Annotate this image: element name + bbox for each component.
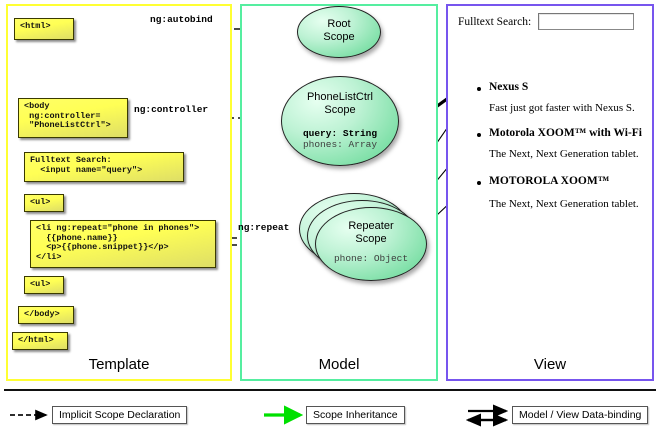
view-bullet-3 [477, 181, 481, 185]
scope-root-title-1: Root [327, 18, 351, 30]
legend-divider [4, 389, 656, 391]
scope-repeater-title-2: Scope [355, 232, 387, 245]
view-item-title-3: MOTOROLA XOOM™ [489, 175, 610, 187]
scope-repeater-prop-phone: phone: Object [333, 253, 409, 264]
scope-phonelistctrl-prop-phones: phones: Array [302, 139, 378, 150]
template-box-fulltext-search: Fulltext Search: <input name="query"> [24, 152, 184, 182]
scope-repeater-title-1: Repeater [348, 220, 394, 232]
scope-root-title-2: Scope [323, 30, 355, 43]
view-item-desc-2: The Next, Next Generation tablet. [489, 148, 639, 160]
template-box-li-repeat: <li ng:repeat="phone in phones"> {{phone… [30, 220, 216, 268]
column-label-view: View [533, 356, 567, 373]
legend-item-scope-inheritance: Scope Inheritance [306, 406, 405, 424]
template-box-ul-close: <ul> [24, 276, 64, 294]
column-template: Template [6, 4, 232, 381]
view-item-desc-3: The Next, Next Generation tablet. [489, 198, 639, 210]
view-search-input[interactable] [538, 13, 634, 30]
scope-root: Root Scope [297, 6, 381, 58]
scope-phonelistctrl: PhoneListCtrl Scope query: String phones… [281, 76, 399, 166]
template-box-html-open: <html> [14, 18, 74, 40]
edge-label-ng-repeat: ng:repeat [238, 222, 290, 233]
view-search-label: Fulltext Search: [458, 16, 532, 28]
scope-phonelistctrl-title-2: Scope [324, 103, 356, 116]
view-item-title-2: Motorola XOOM™ with Wi-Fi [489, 127, 643, 139]
view-item-desc-1: Fast just got faster with Nexus S. [489, 102, 635, 114]
legend-item-implicit-scope-declaration: Implicit Scope Declaration [52, 406, 188, 424]
template-box-body-open: <body ng:controller= "PhoneListCtrl"> [18, 98, 128, 138]
column-view: View [446, 4, 654, 381]
edge-label-ng-controller: ng:controller [134, 104, 209, 115]
template-box-ul-open: <ul> [24, 194, 64, 212]
column-model: Model [240, 4, 438, 381]
view-bullet-2 [477, 133, 481, 137]
column-label-model: Model [318, 356, 360, 373]
edge-label-ng-autobind: ng:autobind [150, 14, 213, 25]
template-box-html-close: </html> [12, 332, 68, 350]
view-bullet-1 [477, 87, 481, 91]
scope-phonelistctrl-title-1: PhoneListCtrl [306, 91, 374, 103]
scope-repeater: Repeater Scope phone: Object [315, 207, 427, 281]
column-label-template: Template [88, 356, 150, 373]
template-box-body-close: </body> [18, 306, 74, 324]
view-item-title-1: Nexus S [489, 81, 529, 93]
scope-phonelistctrl-prop-query: query: String [302, 128, 378, 139]
legend-arrow-databinding [465, 404, 509, 427]
legend-item-model-view-data-binding: Model / View Data-binding [512, 406, 649, 424]
